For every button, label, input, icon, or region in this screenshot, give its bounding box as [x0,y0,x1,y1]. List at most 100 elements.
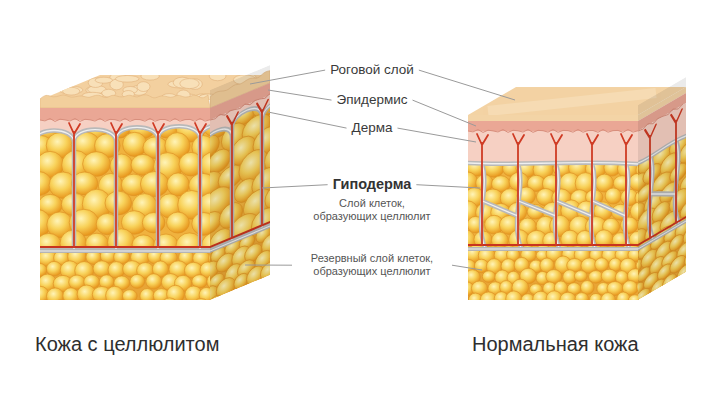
fat-cell [122,290,137,303]
fat-cell [194,297,213,323]
leader-line [262,185,328,188]
fat-cell [178,300,194,316]
surface-lump [180,79,199,89]
front-layers [12,95,244,317]
fat-cell [447,189,468,207]
dermis [468,131,638,163]
fat-cell [105,191,132,215]
cellulite-skin-block [12,56,293,330]
layer-heading: Гиподерма [333,176,412,193]
septum-line [40,249,210,253]
fat-cell [270,245,286,266]
side-layers [182,56,293,330]
layer-note: Резервный слой клеток, образующих целлюл… [297,252,447,278]
leader-line [268,112,347,128]
fat-cell [167,212,190,233]
surface-lump [141,72,159,80]
stratum-corneum [468,115,638,121]
fat-cell [193,248,212,272]
leader-line [419,70,515,100]
fat-cell [195,274,211,294]
fat-cell [623,268,639,292]
septum-highlight [468,248,638,249]
fat-cell [130,274,145,288]
septum-line [468,247,638,251]
leader-line [413,100,476,126]
surface-texture [488,93,656,111]
fat-cell [617,217,637,247]
fat-cell [271,217,287,239]
reserve-fat-layer [22,248,224,318]
fat-cell [270,269,285,289]
surface-lump [209,71,226,80]
fat-cell [624,292,638,314]
fat-cell [106,286,124,305]
fat-cell [142,213,165,233]
fat-cell [183,155,208,191]
fat-cell [452,248,467,262]
side-layers [616,68,701,320]
septum-line [468,163,638,248]
leader-line [452,265,482,270]
fat-cell [16,114,42,140]
fat-cell [167,285,185,303]
fat-cell [619,156,640,190]
normal-skin-block [447,68,701,320]
fat-cell [24,251,40,265]
fat-cell [205,300,224,317]
fat-cell [601,293,616,308]
leader-line [250,70,325,84]
fat-cell [560,292,576,307]
fat-cell [13,154,39,177]
fat-cell [480,292,497,308]
leader-line [416,185,480,188]
side-face [182,56,293,330]
fat-cell [22,275,39,292]
fat-cell [71,301,86,315]
side-shade [638,77,686,300]
front-face [447,115,659,308]
fat-cell [482,271,495,283]
fat-cell [684,244,701,271]
fat-cell [187,192,211,227]
leader-line [268,90,331,100]
fat-cell [182,115,210,151]
fat-cell [483,158,504,177]
surface-lump [95,77,112,83]
fat-cell [449,216,468,233]
front-face [12,95,244,317]
fat-cell [53,300,69,317]
layer-note: Слой клеток, образующих целлюлит [307,197,437,223]
fat-cell [140,289,155,304]
fat-cell [140,172,168,197]
surface-sheen [488,93,656,111]
fat-cell [617,292,630,306]
blood-vessel [468,244,638,246]
front-layers [447,115,659,308]
fat-cell [13,229,41,257]
blood-vessel [69,123,206,247]
hypodermis [12,100,230,259]
septum-highlight [40,250,210,251]
side-face [616,68,701,320]
layer-label: Эпидермис [336,92,407,108]
layer-label: Дерма [352,120,393,136]
fat-cell [132,300,148,314]
fat-cell [622,249,637,271]
fat-cell [38,300,54,314]
figure-caption: Кожа с целлюлитом [35,332,219,356]
dermal-papillae [468,130,638,133]
blood-vessel [40,246,210,248]
fat-cell [448,246,467,263]
stratum-corneum [40,95,210,108]
fat-cell [26,172,52,196]
fat-cell [450,158,471,178]
fat-cell [85,300,103,315]
fat-cell [97,301,116,317]
fat-cell [453,269,469,286]
fat-cell [146,274,162,289]
fat-cell [575,293,588,305]
fat-cell [605,188,621,204]
